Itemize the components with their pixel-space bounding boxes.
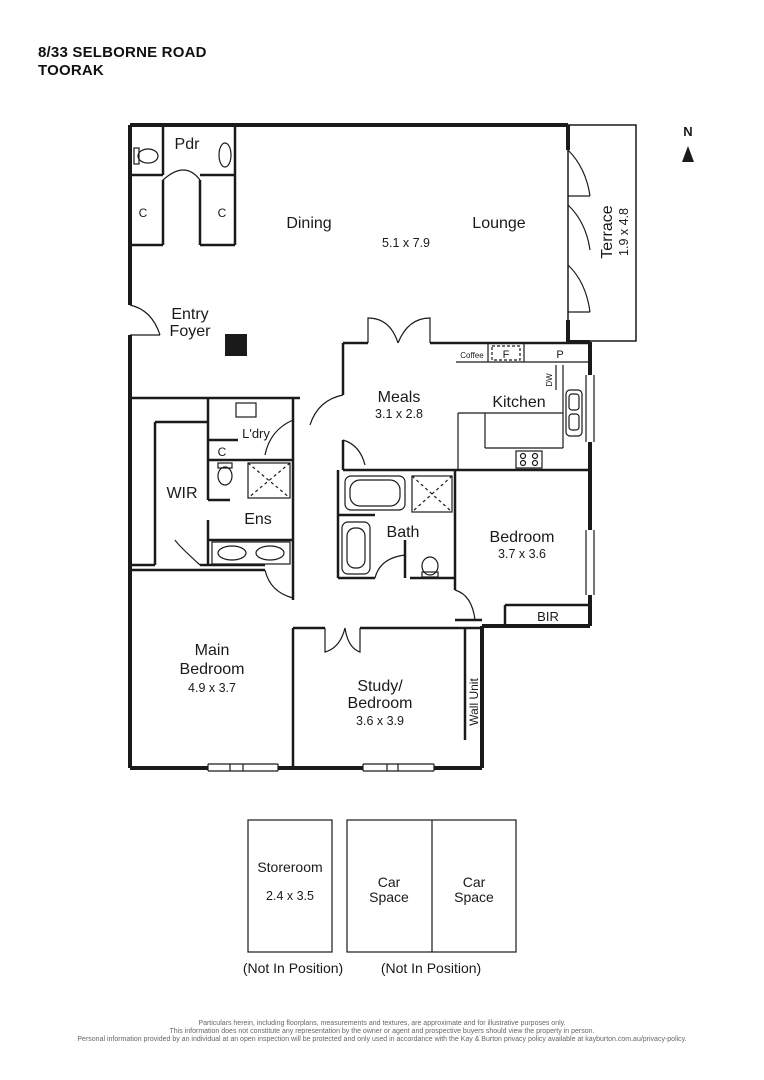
label-car-space-1a: Car bbox=[378, 874, 401, 890]
interior-walls bbox=[130, 125, 590, 768]
label-bedroom-dim: 3.7 x 3.6 bbox=[498, 547, 546, 561]
north-arrow-icon bbox=[682, 146, 694, 162]
label-cupboard-1: C bbox=[139, 206, 148, 220]
label-entry: Entry bbox=[171, 306, 208, 323]
label-dining: Dining bbox=[286, 215, 331, 232]
outbuilding-outlines bbox=[247, 819, 517, 953]
label-storeroom: Storeroom bbox=[257, 859, 322, 875]
label-terrace: Terrace bbox=[599, 205, 616, 258]
label-coffee: Coffee bbox=[460, 351, 484, 360]
exterior-walls bbox=[128, 123, 592, 770]
label-main-bedroom-1: Main bbox=[195, 642, 230, 659]
label-foyer: Foyer bbox=[170, 323, 212, 340]
label-storeroom-dim: 2.4 x 3.5 bbox=[266, 889, 314, 903]
address-line-2: TOORAK bbox=[38, 62, 104, 79]
label-pantry: P bbox=[556, 349, 563, 361]
address-line-1: 8/33 SELBORNE ROAD bbox=[38, 44, 207, 61]
windows bbox=[207, 375, 595, 772]
label-wall-unit: Wall Unit bbox=[467, 678, 481, 726]
terrace-doors bbox=[567, 149, 591, 313]
compass-label: N bbox=[683, 124, 692, 139]
disclaimer-line-3: Personal information provided by an indi… bbox=[77, 1036, 687, 1043]
label-wir: WIR bbox=[166, 485, 197, 502]
label-study-2: Bedroom bbox=[348, 695, 413, 712]
label-main-bedroom-2: Bedroom bbox=[180, 661, 245, 678]
label-meals: Meals bbox=[378, 389, 421, 406]
door-swings bbox=[129, 169, 476, 653]
label-study-dim: 3.6 x 3.9 bbox=[356, 714, 404, 728]
label-car-note: (Not In Position) bbox=[381, 960, 481, 976]
label-kitchen: Kitchen bbox=[492, 394, 545, 411]
label-car-space-2a: Car bbox=[463, 874, 486, 890]
label-laundry: L'dry bbox=[242, 426, 270, 441]
label-bedroom: Bedroom bbox=[490, 529, 555, 546]
label-terrace-dim: 1.9 x 4.8 bbox=[617, 208, 631, 256]
label-lounge: Lounge bbox=[472, 215, 525, 232]
disclaimer-line-2: This information does not constitute any… bbox=[169, 1028, 595, 1035]
label-study-1: Study/ bbox=[357, 678, 403, 695]
label-fridge: F bbox=[503, 349, 510, 361]
label-car-space-2b: Space bbox=[454, 889, 494, 905]
label-laundry-cupboard: C bbox=[218, 445, 227, 459]
label-cupboard-2: C bbox=[218, 206, 227, 220]
label-bir: BIR bbox=[537, 609, 559, 624]
label-meals-dim: 3.1 x 2.8 bbox=[375, 407, 423, 421]
label-bath: Bath bbox=[387, 524, 420, 541]
label-dishwasher: DW bbox=[545, 373, 554, 387]
label-main-bedroom-dim: 4.9 x 3.7 bbox=[188, 681, 236, 695]
label-ensuite: Ens bbox=[244, 511, 272, 528]
fixtures bbox=[133, 142, 590, 578]
terrace-outline bbox=[567, 124, 637, 342]
label-living-dim: 5.1 x 7.9 bbox=[382, 236, 430, 250]
stairs-lift-block bbox=[225, 334, 247, 356]
label-pdr: Pdr bbox=[175, 136, 201, 153]
label-car-space-1b: Space bbox=[369, 889, 409, 905]
disclaimer-line-1: Particulars herein, including floorplans… bbox=[198, 1020, 566, 1027]
label-storeroom-note: (Not In Position) bbox=[243, 960, 343, 976]
